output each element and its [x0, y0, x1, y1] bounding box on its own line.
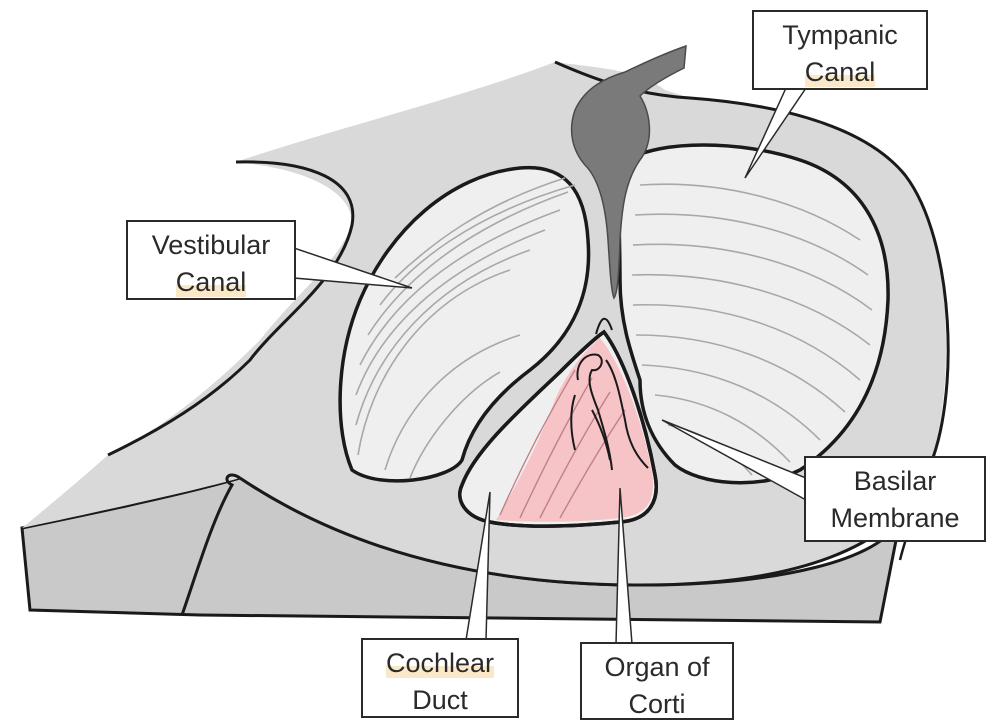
cochlear-duct-label-line-2: Duct	[363, 682, 517, 719]
organ-of-corti-label-line-1: Organ of	[582, 649, 732, 686]
tympanic-canal-label-line-1: Tympanic	[754, 17, 926, 54]
tympanic-canal-label-line-2-text: Canal	[805, 57, 876, 87]
cochlear-duct-label-line-1-text: Cochlear	[386, 648, 494, 678]
organ-of-corti-label-line-2: Corti	[582, 686, 732, 723]
tympanic-canal-label-line-2: Canal	[754, 54, 926, 91]
vestibular-canal-label-line-2: Canal	[128, 264, 294, 301]
vestibular-canal-label-line-1: Vestibular	[128, 227, 294, 264]
basilar-membrane-label-line-1: Basilar	[806, 463, 984, 500]
cochlear-duct-label-line-1: Cochlear	[363, 645, 517, 682]
vestibular-canal-label: Vestibular Canal	[126, 220, 296, 300]
tympanic-canal-label: Tympanic Canal	[752, 10, 928, 90]
vestibular-canal-label-line-2-text: Canal	[176, 267, 247, 297]
basilar-membrane-label: Basilar Membrane	[804, 456, 986, 542]
cochlear-duct-label: Cochlear Duct	[361, 638, 519, 718]
organ-of-corti-label: Organ of Corti	[580, 642, 734, 720]
basilar-membrane-label-line-2: Membrane	[806, 500, 984, 537]
